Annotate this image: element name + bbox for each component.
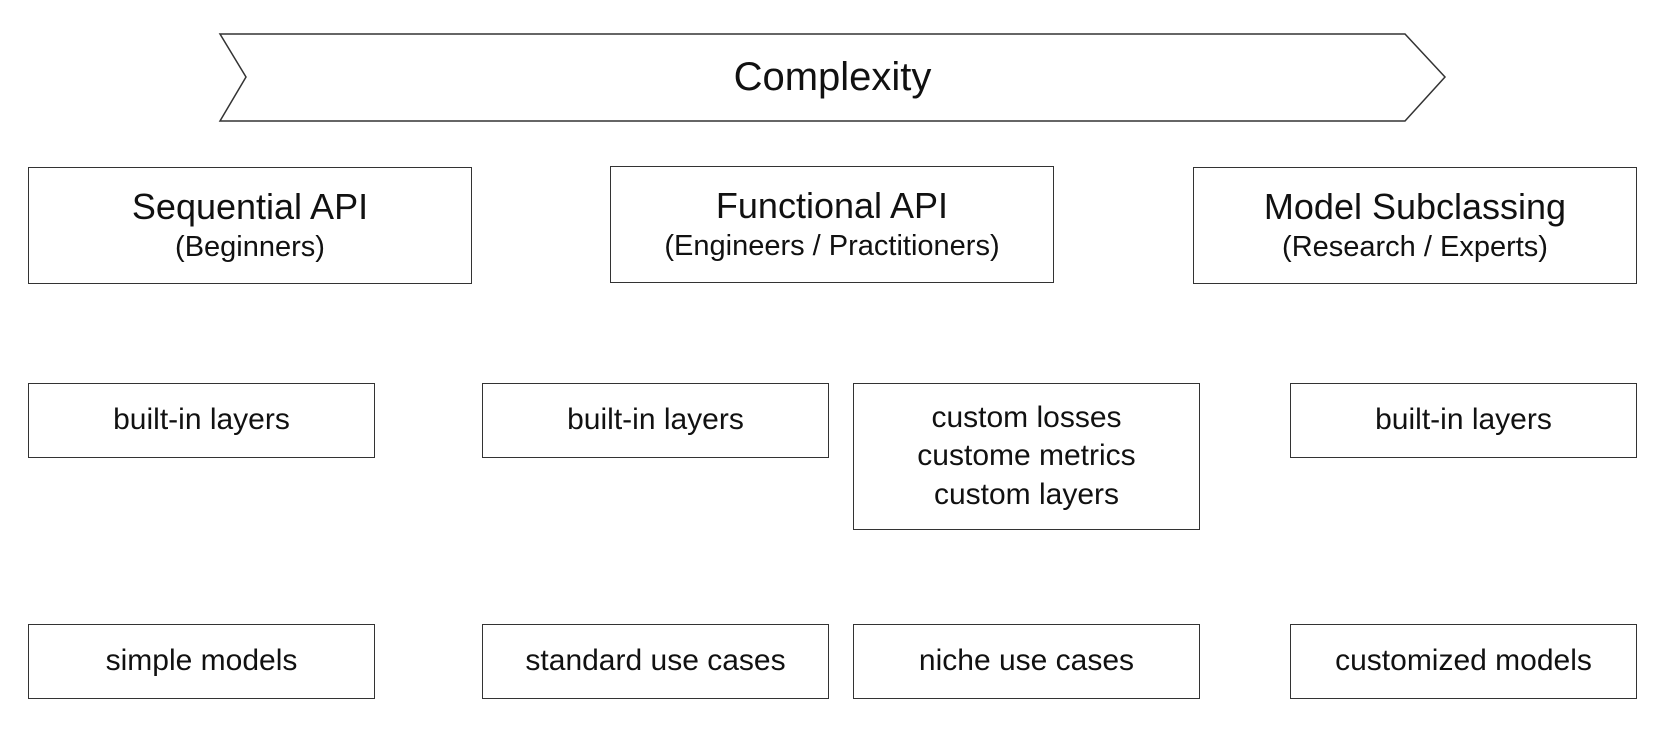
custom-metrics-text: custome metrics	[917, 439, 1136, 473]
functional-standard-use-case-text: standard use cases	[525, 644, 786, 678]
functional-builtin-features-text: built-in layers	[567, 403, 744, 437]
functional-niche-use-case-box: niche use cases	[853, 624, 1200, 699]
custom-losses-text: custom losses	[931, 400, 1122, 434]
model-subclassing-subtitle: (Research / Experts)	[1282, 230, 1548, 263]
subclassing-features-box: built-in layers	[1290, 383, 1637, 458]
subclassing-features-text: built-in layers	[1375, 403, 1552, 437]
complexity-arrow-shape	[218, 33, 1447, 122]
functional-api-subtitle: (Engineers / Practitioners)	[664, 229, 1000, 262]
functional-standard-use-case-box: standard use cases	[482, 624, 829, 699]
subclassing-use-case-box: customized models	[1290, 624, 1637, 699]
sequential-features-text: built-in layers	[113, 403, 290, 437]
functional-custom-features-box: custom losses custome metrics custom lay…	[853, 383, 1200, 530]
custom-layers-text: custom layers	[933, 477, 1120, 511]
complexity-label: Complexity	[733, 55, 932, 99]
functional-builtin-features-box: built-in layers	[482, 383, 829, 458]
functional-api-title: Functional API	[715, 185, 949, 227]
sequential-api-subtitle: (Beginners)	[175, 230, 325, 263]
sequential-features-box: built-in layers	[28, 383, 375, 458]
model-subclassing-title: Model Subclassing	[1263, 186, 1567, 228]
sequential-api-box: Sequential API (Beginners)	[28, 167, 472, 284]
sequential-api-title: Sequential API	[131, 186, 369, 228]
model-subclassing-box: Model Subclassing (Research / Experts)	[1193, 167, 1637, 284]
sequential-use-case-text: simple models	[105, 644, 298, 678]
functional-api-box: Functional API (Engineers / Practitioner…	[610, 166, 1054, 283]
functional-niche-use-case-text: niche use cases	[918, 644, 1135, 678]
sequential-use-case-box: simple models	[28, 624, 375, 699]
subclassing-use-case-text: customized models	[1335, 644, 1592, 678]
